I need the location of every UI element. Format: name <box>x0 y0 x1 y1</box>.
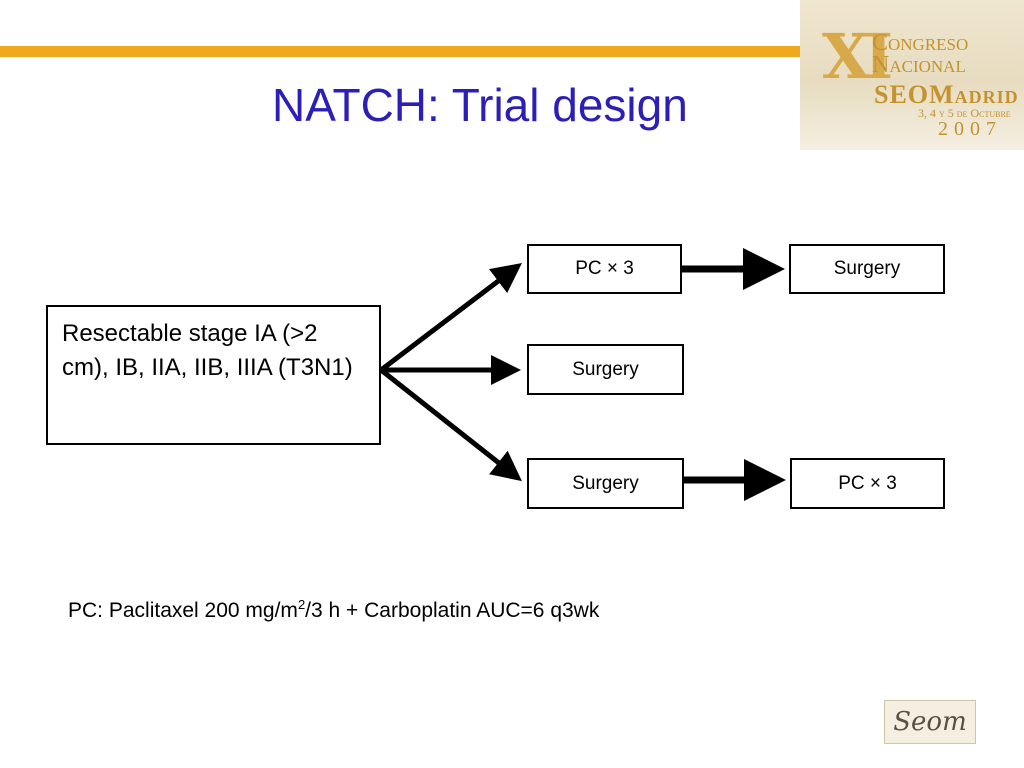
header-rule <box>0 46 860 57</box>
logo-line-seomadrid: SEOMadrid <box>874 80 1019 109</box>
arm1-step2-label: Surgery <box>833 258 901 279</box>
arm2-step1-label: Surgery <box>572 358 639 380</box>
footnote-pre: PC: Paclitaxel 200 mg/m <box>68 599 298 622</box>
arm1-step2-box: Surgery <box>789 244 945 294</box>
arm2-step1-box: Surgery <box>527 344 684 395</box>
logo-year: 2007 <box>938 118 1002 140</box>
arrow-to-arm3 <box>379 368 522 482</box>
logo-line-congreso: Congreso <box>872 30 969 56</box>
footnote-post: /3 h + Carboplatin AUC=6 q3wk <box>305 599 600 622</box>
arm1-step1-label: PC × 3 <box>575 258 634 279</box>
regimen-footnote: PC: Paclitaxel 200 mg/m2/3 h + Carboplat… <box>68 597 599 623</box>
congress-logo: XI Congreso Nacional SEOMadrid 3, 4 y 5 … <box>800 0 1024 150</box>
logo-line-nacional: Nacional <box>872 52 966 78</box>
arm3-step1-box: Surgery <box>527 458 684 509</box>
seom-logo: Seom <box>884 700 976 744</box>
roman-numeral: XI <box>822 20 893 93</box>
logo-dates: 3, 4 y 5 de Octubre <box>918 106 1011 120</box>
slide-title: NATCH: Trial design <box>272 79 688 131</box>
arm3-step2-box: PC × 3 <box>790 458 945 509</box>
seom-logo-text: Seom <box>893 707 967 737</box>
population-box: Resectable stage IA (>2 cm), IB, IIA, II… <box>46 305 381 445</box>
population-label: Resectable stage IA (>2 cm), IB, IIA, II… <box>62 320 353 381</box>
arm3-step2-label: PC × 3 <box>838 472 897 494</box>
arm1-step1-box: PC × 3 <box>527 244 682 294</box>
footnote-sup: 2 <box>297 597 306 612</box>
arm3-step1-label: Surgery <box>572 472 639 494</box>
arrow-to-arm1 <box>379 262 522 372</box>
